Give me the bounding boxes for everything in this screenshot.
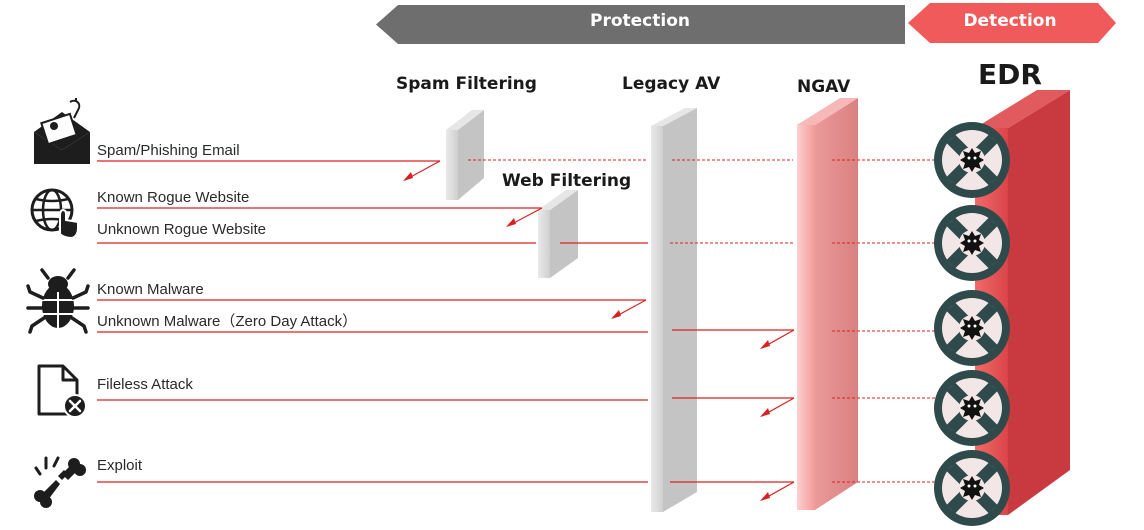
globe-cursor-icon <box>30 188 79 240</box>
edr-detect-badge-2 <box>934 205 1010 281</box>
legacy-av-label: Legacy AV <box>622 74 721 94</box>
protection-banner <box>376 5 905 44</box>
web-filter-wall-side <box>550 190 578 278</box>
threat-label-unknown-malware: Unknown Malware（Zero Day Attack） <box>97 313 358 330</box>
web-filter-wall-front <box>538 210 550 278</box>
threat-label-fileless-attack: Fileless Attack <box>97 376 193 393</box>
spam-filtering-label: Spam Filtering <box>396 74 537 94</box>
file-error-icon <box>37 364 87 418</box>
threat-label-known-rogue-website: Known Rogue Website <box>97 189 250 206</box>
web-filtering-label: Web Filtering <box>502 171 632 191</box>
edr-badges <box>934 122 1010 526</box>
ngav-wall-side <box>815 98 858 510</box>
threat-lines <box>97 159 935 501</box>
bug-icon <box>26 268 90 334</box>
edr-wall-top <box>975 90 1070 128</box>
detection-banner-label: Detection <box>963 11 1057 31</box>
edr-wall-side <box>1008 90 1070 515</box>
spam-filter-wall-front <box>446 130 458 200</box>
ngav-wall-top <box>797 98 858 125</box>
web-filter-wall-top <box>538 190 578 210</box>
detection-banner <box>908 3 1116 43</box>
threat-label-spam-phishing: Spam/Phishing Email <box>97 142 240 159</box>
threat-label-exploit: Exploit <box>97 457 143 474</box>
threat-label-unknown-rogue-website: Unknown Rogue Website <box>97 221 266 238</box>
legacy-av-wall-front <box>651 126 663 512</box>
legacy-av-wall-side <box>663 108 697 512</box>
edr-detect-badge-4 <box>934 370 1010 446</box>
ngav-wall-front <box>797 125 815 510</box>
spam-filter-wall-top <box>446 110 484 130</box>
protection-banner-label: Protection <box>590 11 690 31</box>
ngav-label: NGAV <box>797 77 851 97</box>
edr-detect-badge-3 <box>934 290 1010 366</box>
edr-detect-badge-5 <box>934 450 1010 526</box>
spam-filter-wall-side <box>458 110 484 200</box>
deflect-arrowheads <box>403 172 770 501</box>
edr-label: EDR <box>978 58 1042 91</box>
broken-bone-icon <box>34 456 86 508</box>
edr-detect-badge-1 <box>934 122 1010 198</box>
envelope-phishing-icon <box>34 98 90 164</box>
threat-label-known-malware: Known Malware <box>97 281 204 298</box>
legacy-av-wall-top <box>651 108 697 126</box>
